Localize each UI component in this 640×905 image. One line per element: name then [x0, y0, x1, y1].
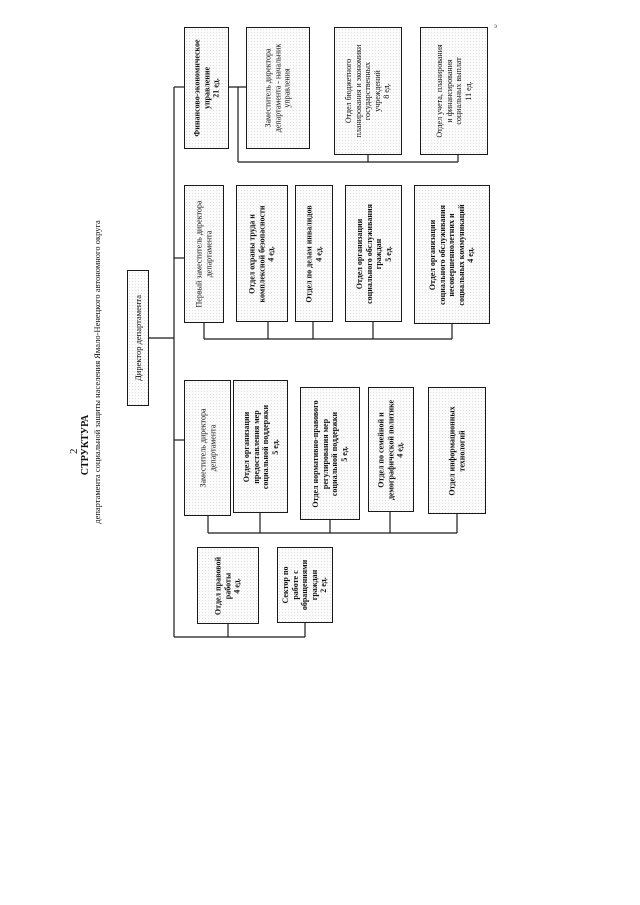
unit-name-line: Отдел правовой [213, 556, 223, 615]
disabled-affairs-section-box: Отдел по делам инвалидов 4 ед. [295, 185, 333, 322]
it-section-box: Отдел информационных технологий [428, 387, 486, 514]
minors-social-services-section-box: Отдел организации социального обслуживан… [414, 185, 490, 324]
position-line: департамента [207, 424, 217, 472]
unit-name-line: Отдел учета, планирования [434, 44, 444, 138]
staff-count: 5 ед. [383, 245, 393, 262]
staff-count: 4 ед. [314, 245, 323, 262]
unit-name-line: социальной поддержки [330, 411, 339, 496]
unit-name-line: несовершеннолетних и [447, 212, 457, 297]
regulatory-section-box: Отдел нормативно-правового регулирования… [300, 387, 360, 520]
unit-name-line: и финансирования [444, 59, 454, 123]
unit-name-line: граждан [373, 238, 383, 269]
finance-economic-department-box: Финансово-экономическое управление 21 ед… [184, 27, 229, 149]
unit-name-line: Сектор по [281, 566, 291, 604]
unit-name-line: планирования и экономики [353, 44, 363, 138]
unit-name-line: Отдел охраны труда и [247, 213, 257, 294]
deputy-director-box: Заместитель директора департамента [184, 380, 231, 516]
position-line: Первый заместитель директора [194, 200, 204, 308]
first-deputy-director-box: Первый заместитель директора департамент… [184, 185, 224, 323]
social-services-section-box: Отдел организации социального обслуживан… [345, 185, 402, 322]
unit-name-line: учреждений [372, 70, 382, 112]
staff-count: 4 ед. [232, 577, 242, 594]
deputy-director-head-of-department-box: Заместитель директора департамента - нач… [246, 27, 310, 149]
unit-name-line: обращениями [300, 559, 310, 611]
unit-name-line: демографической политике [386, 399, 396, 500]
staff-count: 4 ед. [266, 245, 276, 262]
unit-name-line: государственных [363, 61, 373, 121]
unit-name-line: работы [223, 572, 233, 599]
staff-count: 4 ед. [466, 246, 476, 263]
citizen-appeals-sector-box: Сектор по работе с обращениями граждан 2… [277, 547, 333, 623]
unit-name-line: Отдел по семейной и [376, 411, 386, 488]
unit-name-line: регулирования мер [320, 418, 330, 489]
unit-name-line: Финансово-экономическое [192, 39, 202, 137]
position-line: департамента - начальник [273, 43, 283, 133]
legal-section-box: Отдел правовой работы 4 ед. [197, 547, 259, 624]
unit-name-line: Отдел информационных [447, 405, 457, 496]
unit-name-line: граждан [309, 569, 319, 601]
staff-count: 11 ед. [463, 81, 473, 101]
staff-count: 2 ед. [319, 577, 329, 593]
unit-name-line: Отдел организации [241, 411, 251, 482]
unit-name-line: Отдел бюджетного [344, 58, 354, 124]
staff-count: 5 ед. [339, 445, 349, 462]
social-payments-accounting-section-box: Отдел учета, планирования и финансирован… [420, 27, 488, 155]
unit-name-line: социального обслуживания [363, 203, 373, 304]
labor-safety-section-box: Отдел охраны труда и комплексной безопас… [236, 185, 288, 322]
director-box: Директор департамента [127, 270, 149, 406]
unit-name-line: предоставления мер [250, 409, 260, 484]
position-line: управления [282, 68, 292, 108]
social-support-provision-section-box: Отдел организации предоставления мер соц… [233, 380, 288, 513]
staff-count: 8 ед. [382, 83, 392, 99]
staff-count: 21 ед. [211, 78, 221, 98]
unit-name-line: Отдел организации [428, 219, 438, 290]
unit-name-line: социальной поддержки [260, 404, 270, 489]
unit-name-line: работе с [290, 570, 300, 600]
position-line: Заместитель директора [263, 48, 273, 128]
unit-name-line: социальных выплат [454, 57, 463, 125]
unit-name-line: социальных коммуникаций [456, 203, 466, 306]
position-line: Заместитель директора [197, 408, 207, 488]
unit-name-line: Отдел организации [354, 218, 364, 289]
unit-name-line: комплексной безопасности [257, 204, 267, 303]
scan-mark: э [494, 22, 498, 30]
unit-name-line: социального обслуживания [437, 204, 447, 305]
unit-name-line: Отдел нормативно-правового [310, 399, 320, 508]
family-demographic-section-box: Отдел по семейной и демографической поли… [368, 387, 414, 512]
unit-name-line: технологий [457, 429, 466, 472]
unit-name-line: управление [201, 66, 211, 110]
staff-count: 5 ед. [270, 438, 280, 455]
staff-count: 4 ед. [395, 441, 405, 458]
director-label: Директор департамента [132, 294, 143, 382]
budget-planning-section-box: Отдел бюджетного планирования и экономик… [334, 27, 402, 155]
position-line: департамента [204, 230, 213, 278]
unit-name-line: Отдел по делам инвалидов [304, 204, 314, 303]
